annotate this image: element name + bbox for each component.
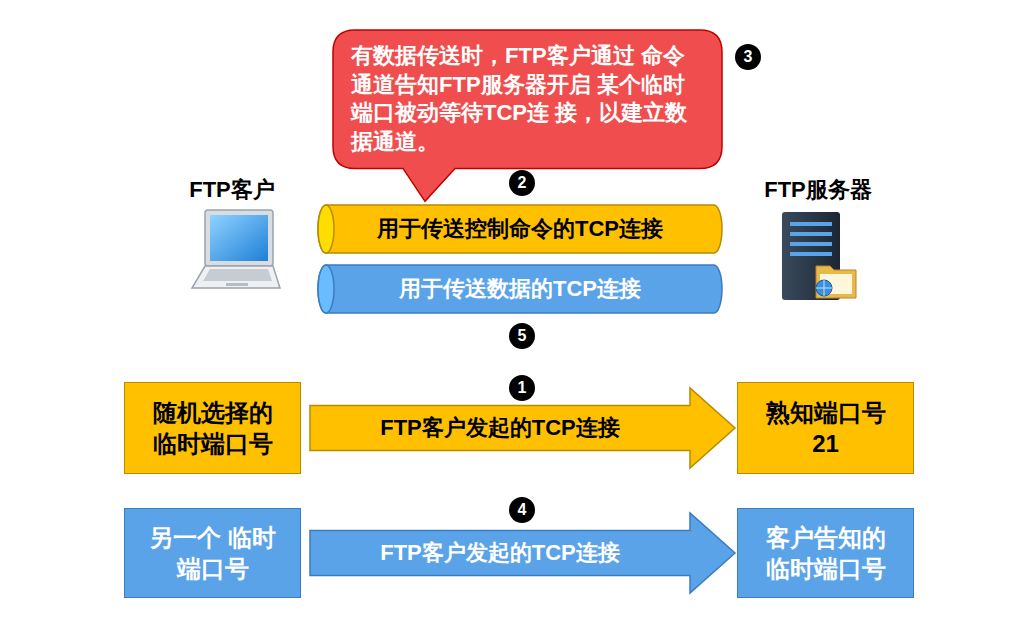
node-text: 用于传送控制命令的TCP连接 bbox=[377, 215, 663, 244]
callout-bubble: 有数据传送时，FTP客户通过 命令通道告知FTP服务器开启 某个临时端口被动等待… bbox=[333, 30, 722, 168]
port-box: 客户告知的 临时端口号 bbox=[737, 508, 914, 598]
connection-pipe: 用于传送数据的TCP连接 bbox=[318, 265, 722, 313]
server-icon bbox=[782, 212, 856, 300]
port-box: 随机选择的 临时端口号 bbox=[124, 382, 301, 474]
laptop-base bbox=[192, 266, 280, 288]
laptop-screen bbox=[210, 215, 268, 261]
node-text: 客户告知的 临时端口号 bbox=[760, 522, 892, 584]
endpoint-name: FTP客户 bbox=[189, 175, 275, 205]
pipe-body bbox=[318, 205, 722, 253]
pipe-end bbox=[318, 205, 334, 253]
node-text: 用于传送数据的TCP连接 bbox=[399, 275, 641, 304]
server-slot bbox=[790, 252, 832, 256]
folder-icon bbox=[816, 266, 856, 298]
globe-grid bbox=[816, 280, 832, 296]
laptop-keyboard bbox=[203, 269, 272, 281]
node-text: 另一个 临时端口号 bbox=[147, 522, 279, 584]
laptop-touchpad bbox=[226, 283, 248, 286]
callout-number: 2 bbox=[509, 170, 535, 196]
arrow-label: FTP客户发起的TCP连接 bbox=[376, 413, 624, 443]
server-slot bbox=[790, 232, 832, 236]
port-box: 熟知端口号 21 bbox=[737, 382, 914, 474]
pipe-body bbox=[318, 265, 722, 313]
callout-number: 1 bbox=[509, 375, 535, 401]
laptop-icon bbox=[192, 210, 280, 288]
laptop-frame bbox=[205, 210, 273, 266]
port-box: 另一个 临时端口号 bbox=[124, 508, 301, 598]
connection-pipe: 用于传送控制命令的TCP连接 bbox=[318, 205, 722, 253]
callout-number: 5 bbox=[509, 323, 535, 349]
bubble-outline bbox=[333, 30, 722, 201]
arrow-label: FTP客户发起的TCP连接 bbox=[376, 538, 624, 568]
endpoint-name: FTP服务器 bbox=[764, 175, 872, 205]
pipe-end bbox=[318, 265, 334, 313]
connection-arrow bbox=[310, 513, 735, 593]
server-tower bbox=[782, 212, 840, 300]
server-slot bbox=[790, 242, 832, 246]
callout-text: 有数据传送时，FTP客户通过 命令通道告知FTP服务器开启 某个临时端口被动等待… bbox=[351, 42, 704, 156]
node-text: 熟知端口号 21 bbox=[760, 397, 892, 459]
callout-number: 3 bbox=[735, 44, 761, 70]
node-text: 随机选择的 临时端口号 bbox=[147, 397, 279, 459]
server-slot bbox=[790, 222, 832, 226]
callout-number: 4 bbox=[509, 497, 535, 523]
globe-icon bbox=[816, 280, 832, 296]
